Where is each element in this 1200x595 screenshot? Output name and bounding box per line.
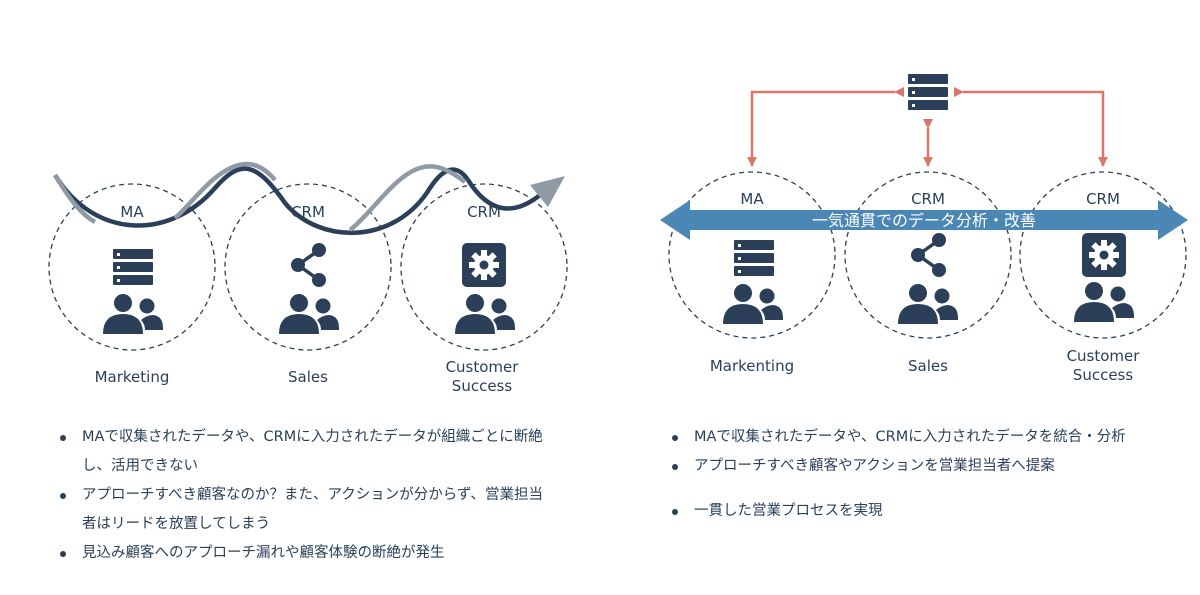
role-label-customer-success: Customer Success <box>1066 347 1140 384</box>
banner-text: 一気通貫でのデータ分析・改善 <box>812 211 1036 230</box>
people-icon <box>1074 282 1134 322</box>
crm-sales-circle-right <box>844 171 1012 339</box>
wave-tail <box>466 178 542 211</box>
circle-title-crm: CRM <box>1086 190 1120 208</box>
role-label-sales: Sales <box>908 357 948 375</box>
wave-arrowhead <box>530 176 565 207</box>
problem-bullet-list: MAで収集されたデータや、CRMに入力されたデータが組織ごとに断絶し、活用できな… <box>60 423 555 568</box>
role-label-sales: Sales <box>288 368 328 386</box>
share-icon <box>909 233 948 277</box>
bullet-item: MAで収集されたデータや、CRMに入力されたデータが組織ごとに断絶し、活用できな… <box>60 423 555 481</box>
circle-title-crm: CRM <box>291 203 325 221</box>
broken-flow-wave-gray <box>53 161 467 232</box>
broken-flow-wave <box>53 166 470 236</box>
circle-title-ma: MA <box>120 203 144 221</box>
data-connectors <box>747 87 1108 167</box>
bullet-item: アプローチすべき顧客やアクションを営業担当者へ提案 <box>672 452 1127 481</box>
gear-icon <box>1082 233 1126 277</box>
bullet-item: MAで収集されたデータや、CRMに入力されたデータを統合・分析 <box>672 423 1127 452</box>
circle-title-crm: CRM <box>911 190 945 208</box>
circle-title-crm: CRM <box>467 203 501 221</box>
database-icon <box>113 249 153 285</box>
people-icon <box>103 294 163 334</box>
role-label-marketing: Markenting <box>709 357 795 375</box>
server-icon <box>908 74 948 110</box>
ma-circle <box>48 183 216 351</box>
crm-sales-circle <box>224 183 392 351</box>
role-label-customer-success: Customer Success <box>445 358 519 395</box>
people-icon <box>723 284 783 324</box>
database-icon <box>734 240 774 276</box>
crm-cs-circle-right <box>1019 171 1187 339</box>
people-icon <box>455 294 515 334</box>
bullet-item: 見込み顧客へのアプローチ漏れや顧客体験の断絶が発生 <box>60 539 555 568</box>
bullet-item: アプローチすべき顧客なのか？また、アクションが分からず、営業担当者はリードを放置… <box>60 481 555 539</box>
people-icon <box>279 294 339 334</box>
circle-title-ma: MA <box>740 190 764 208</box>
solution-bullet-list: MAで収集されたデータや、CRMに入力されたデータを統合・分析 アプローチすべき… <box>672 423 1127 526</box>
ma-circle-right <box>668 171 836 339</box>
role-label-marketing: Marketing <box>94 368 170 386</box>
gear-icon <box>462 243 506 287</box>
share-icon <box>289 243 328 287</box>
crm-cs-circle <box>400 183 568 351</box>
people-icon <box>898 284 958 324</box>
bullet-item: 一貫した営業プロセスを実現 <box>672 497 1127 526</box>
integration-banner-arrow <box>660 200 1188 240</box>
